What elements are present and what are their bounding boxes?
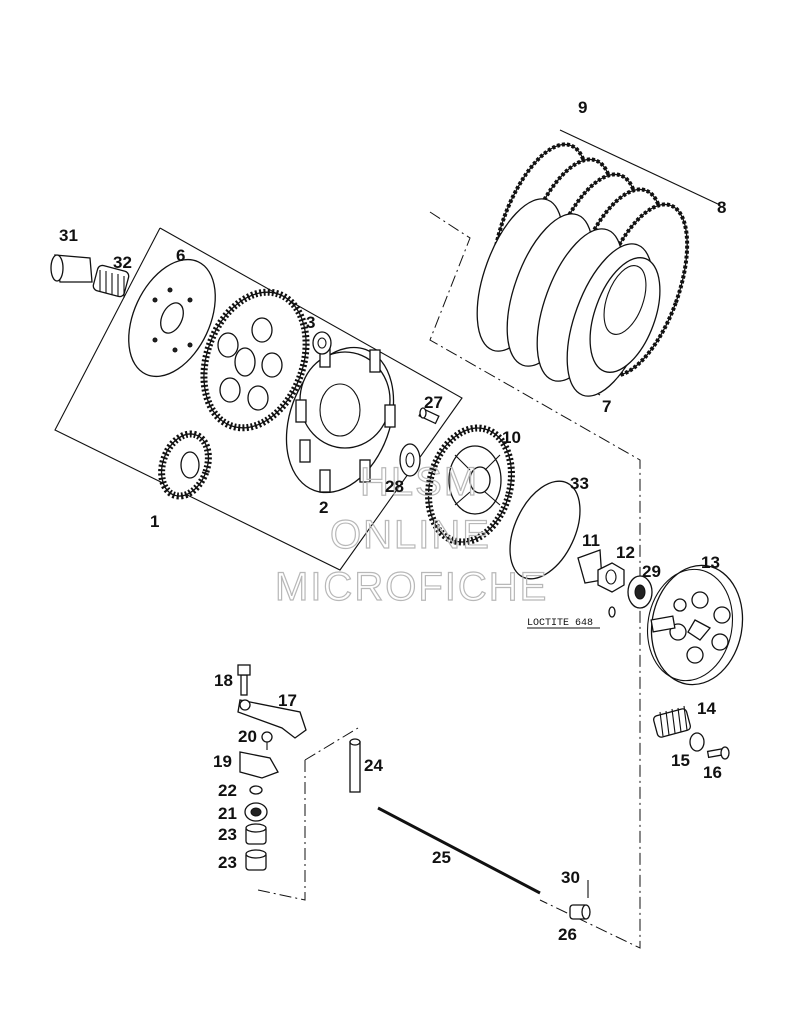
bushing-3 [312, 331, 332, 355]
bolt-18 [237, 664, 251, 696]
o-ring-33 [509, 480, 581, 580]
part-label-13: 13 [701, 553, 720, 572]
clutch-basket [285, 344, 396, 494]
part-label-23-a: 23 [218, 825, 237, 844]
part-label-1: 1 [150, 512, 159, 531]
screw-20 [261, 731, 273, 750]
push-rod-25 [377, 806, 541, 895]
part-label-9: 9 [578, 98, 587, 117]
part-label-31: 31 [59, 226, 78, 245]
loctite-note: LOCTITE 648 [527, 618, 593, 629]
bearing-29 [627, 575, 653, 609]
part-label-26: 26 [558, 925, 577, 944]
part-label-33: 33 [570, 474, 589, 493]
part-label-25: 25 [432, 848, 451, 867]
part-label-27: 27 [424, 393, 443, 412]
release-lever-17 [237, 699, 307, 739]
thrust-washer-6 [128, 258, 216, 378]
part-label-17: 17 [278, 691, 297, 710]
watermark-line-3: MICROFICHE [275, 565, 548, 609]
part-label-6: 6 [176, 246, 185, 265]
part-label-20: 20 [238, 727, 257, 746]
loctite-ring [608, 606, 616, 618]
nut-12 [597, 562, 625, 593]
screw-16 [706, 746, 730, 760]
part-label-12: 12 [616, 543, 635, 562]
o-ring-22 [249, 785, 263, 795]
washer-15 [689, 732, 705, 752]
part-label-30: 30 [561, 868, 580, 887]
inner-hub-10 [425, 424, 515, 546]
needle-bearing-23-a [245, 823, 267, 845]
push-piece-26 [569, 904, 591, 920]
part-label-23-b: 23 [218, 853, 237, 872]
part-label-11: 11 [582, 531, 600, 550]
pin-27 [418, 407, 440, 425]
pressure-plate-13 [646, 564, 744, 686]
plate-19 [239, 751, 279, 779]
part-label-15: 15 [671, 751, 690, 770]
pinion-gear [158, 430, 212, 500]
watermark: HLSM ONLINE MICROFICHE [274, 459, 548, 609]
shaft-24 [349, 738, 361, 793]
primary-gear [200, 288, 310, 432]
needle-bearing-23-b [245, 849, 267, 871]
part-label-28: 28 [385, 477, 404, 496]
bushing-31 [50, 254, 93, 283]
part-label-8: 8 [717, 198, 726, 217]
needle-bearing-32 [92, 264, 130, 298]
part-label-3: 3 [306, 313, 315, 332]
washer-28 [399, 443, 421, 477]
clutch-plate-stack [476, 142, 690, 397]
part-label-21: 21 [218, 804, 237, 823]
part-label-10: 10 [502, 428, 521, 447]
part-label-24: 24 [364, 756, 383, 775]
part-label-22: 22 [218, 781, 237, 800]
part-label-7: 7 [602, 397, 611, 416]
spring-14 [652, 705, 692, 738]
part-label-18: 18 [214, 671, 233, 690]
part-label-14: 14 [697, 699, 716, 718]
part-label-16: 16 [703, 763, 722, 782]
watermark-line-2: ONLINE [330, 513, 491, 557]
part-label-19: 19 [213, 752, 232, 771]
part-labels: 1 2 3 6 7 8 9 10 11 12 13 14 15 16 17 18… [59, 98, 726, 944]
watermark-line-1: HLSM [360, 460, 479, 504]
part-label-32: 32 [113, 253, 132, 272]
seal-21 [244, 802, 268, 822]
part-label-29: 29 [642, 562, 661, 581]
part-label-2: 2 [319, 498, 328, 517]
